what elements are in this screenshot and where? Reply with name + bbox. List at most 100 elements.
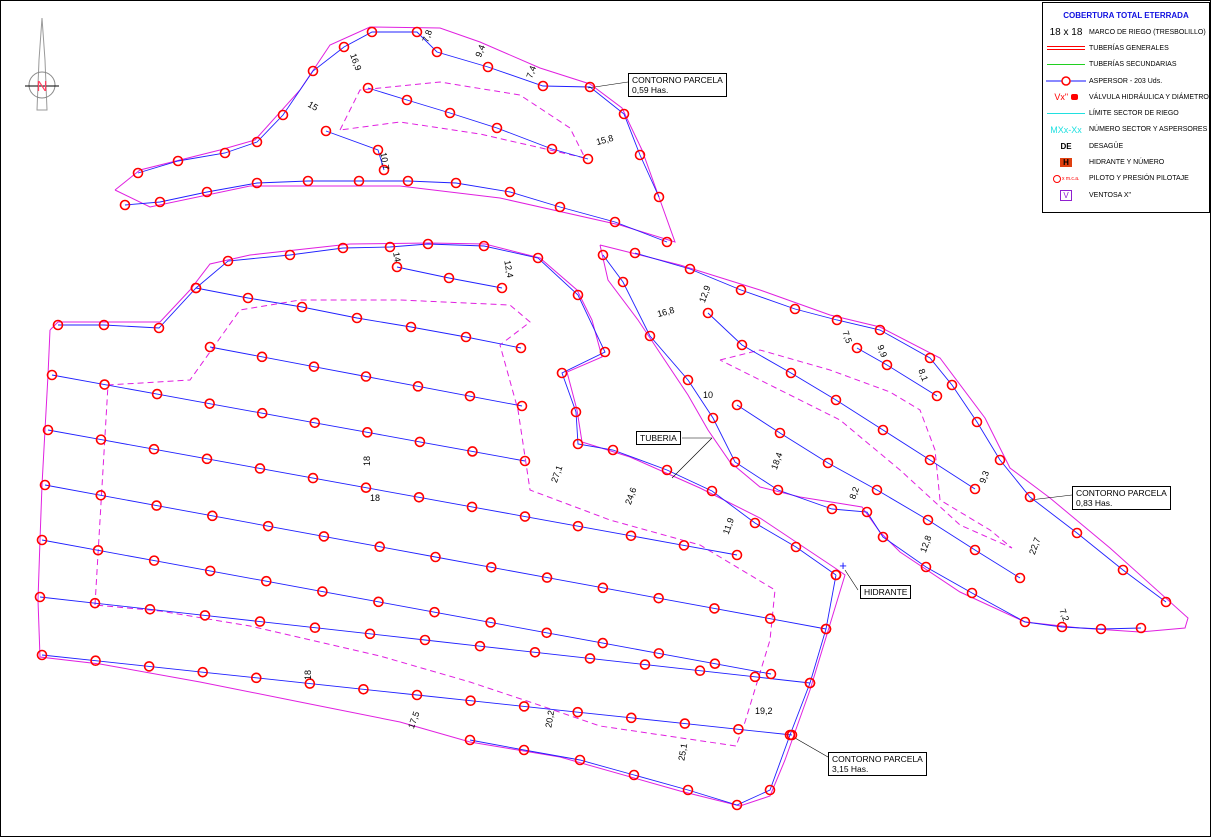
sprinkler-icon [582,153,594,165]
sprinkler-icon [204,565,216,577]
valve-icon [1070,94,1078,101]
sprinkler-icon [966,587,978,599]
sprinkler-icon [599,346,611,358]
sprinkler-icon [478,240,490,252]
sprinkler-icon [790,541,802,553]
sprinkler-icon [443,272,455,284]
dimension-label: 18 [370,493,381,503]
sprinkler-icon [617,276,629,288]
sprinkler-icon [1135,622,1147,634]
sprinkler-icon [597,249,609,261]
sprinkler-icon [831,314,843,326]
sprinkler-icon [474,640,486,652]
sprinkler-icon [1024,491,1036,503]
lateral-pipe [602,254,1142,630]
sector-limits [94,81,1013,747]
sprinkler-icon [572,520,584,532]
sprinkler-icon [351,312,363,324]
legend-item-secundarias: TUBERÍAS SECUNDARIAS [1043,57,1209,73]
sprinkler-icon [98,319,110,331]
sprinkler-icon [391,261,403,273]
callout-hidrante: HIDRANTE [860,585,912,599]
sprinkler-icon [1071,527,1083,539]
sprinkler-icon [709,658,721,669]
sprinkler-icon [749,517,761,529]
legend-item-generales: TUBERÍAS GENERALES [1043,40,1209,56]
sprinkler-icon [874,324,886,336]
sprinkler-icon [405,321,417,333]
sprinkler-icon [733,723,744,735]
sprinkler-icon [317,586,328,597]
sprinkler-icon [401,94,413,106]
sprinkler-icon [546,143,558,155]
legend-symbol: 18 x 18 [1049,26,1083,38]
sprinkler-icon [261,575,272,587]
sprinkler-icon [307,472,319,484]
sprinkler-icon [994,454,1006,466]
sprinkler-icon [374,541,386,553]
sprinkler-icon [661,236,673,248]
sprinkler-icon [597,637,609,649]
sprinkler-icon [851,342,863,354]
sprinkler-icon [924,454,936,466]
sprinkler-icon [969,544,981,556]
sprinkler-icon [42,424,54,436]
sprinkler-icon [920,561,932,573]
lateral-pipe [51,374,526,462]
sprinkler-icon [384,241,396,253]
sprinkler-icon [148,555,160,566]
lateral-pipe [367,87,589,160]
sprinkler-icon [304,678,316,689]
sprinkler-icon [52,319,64,331]
north-arrow-icon [25,17,59,111]
sprinkler-icon [207,510,218,522]
sprinkler-icon [572,438,584,450]
legend-label: HIDRANTE Y NÚMERO [1089,159,1165,167]
parcel-boundary [599,244,1189,633]
sprinkler-icon [784,729,796,741]
lateral-pipe [137,31,660,198]
dimension-label: 18 [362,455,373,467]
sprinkler-icon [89,597,101,609]
sprinkler-icon [256,407,268,419]
sprinkler-icon [731,549,743,561]
sprinkler-icon [515,342,527,354]
north-label: N [37,78,48,95]
sprinkler-icon [413,492,425,503]
parcel-boundary [114,26,676,243]
lateral-pipe [41,654,793,736]
lateral-pipe [58,243,837,576]
lateral-pipe [707,312,976,490]
sprinkler-icon [572,706,584,718]
callout-leaders [587,81,1073,758]
sprinkler-icon [634,149,646,161]
sprinkler-icon [1019,616,1031,628]
sprinkler-icon [625,530,637,542]
legend-label: TUBERÍAS GENERALES [1089,44,1169,52]
sprinkler-icon [151,388,163,400]
sprinkler-icon [151,500,162,511]
lateral-pipe [47,429,738,556]
sprinkler-icon [826,503,838,515]
sprinkler-icon [485,561,497,573]
sprinkler-icon [378,164,390,176]
sprinkler-icon [736,339,748,351]
sprinkler-icon [709,603,720,614]
sprinkler-icon [830,569,842,581]
sprinkler-icon [92,545,104,556]
sprinkler-icon [679,718,691,729]
legend-item-valvula: Vx" VÁLVULA HIDRÁULICA Y DIÁMETRO [1043,89,1209,105]
sprinkler-icon [307,65,319,77]
sprinkler-icon [877,531,889,543]
lateral-pipe [124,180,668,243]
sprinkler-icon [39,479,51,491]
lateral-pipe [209,346,523,407]
sprinkler-icon [353,175,365,187]
sprinkler-icon [707,412,719,424]
sprinkler-icon [411,689,423,701]
sprinkler-icon [574,754,586,766]
